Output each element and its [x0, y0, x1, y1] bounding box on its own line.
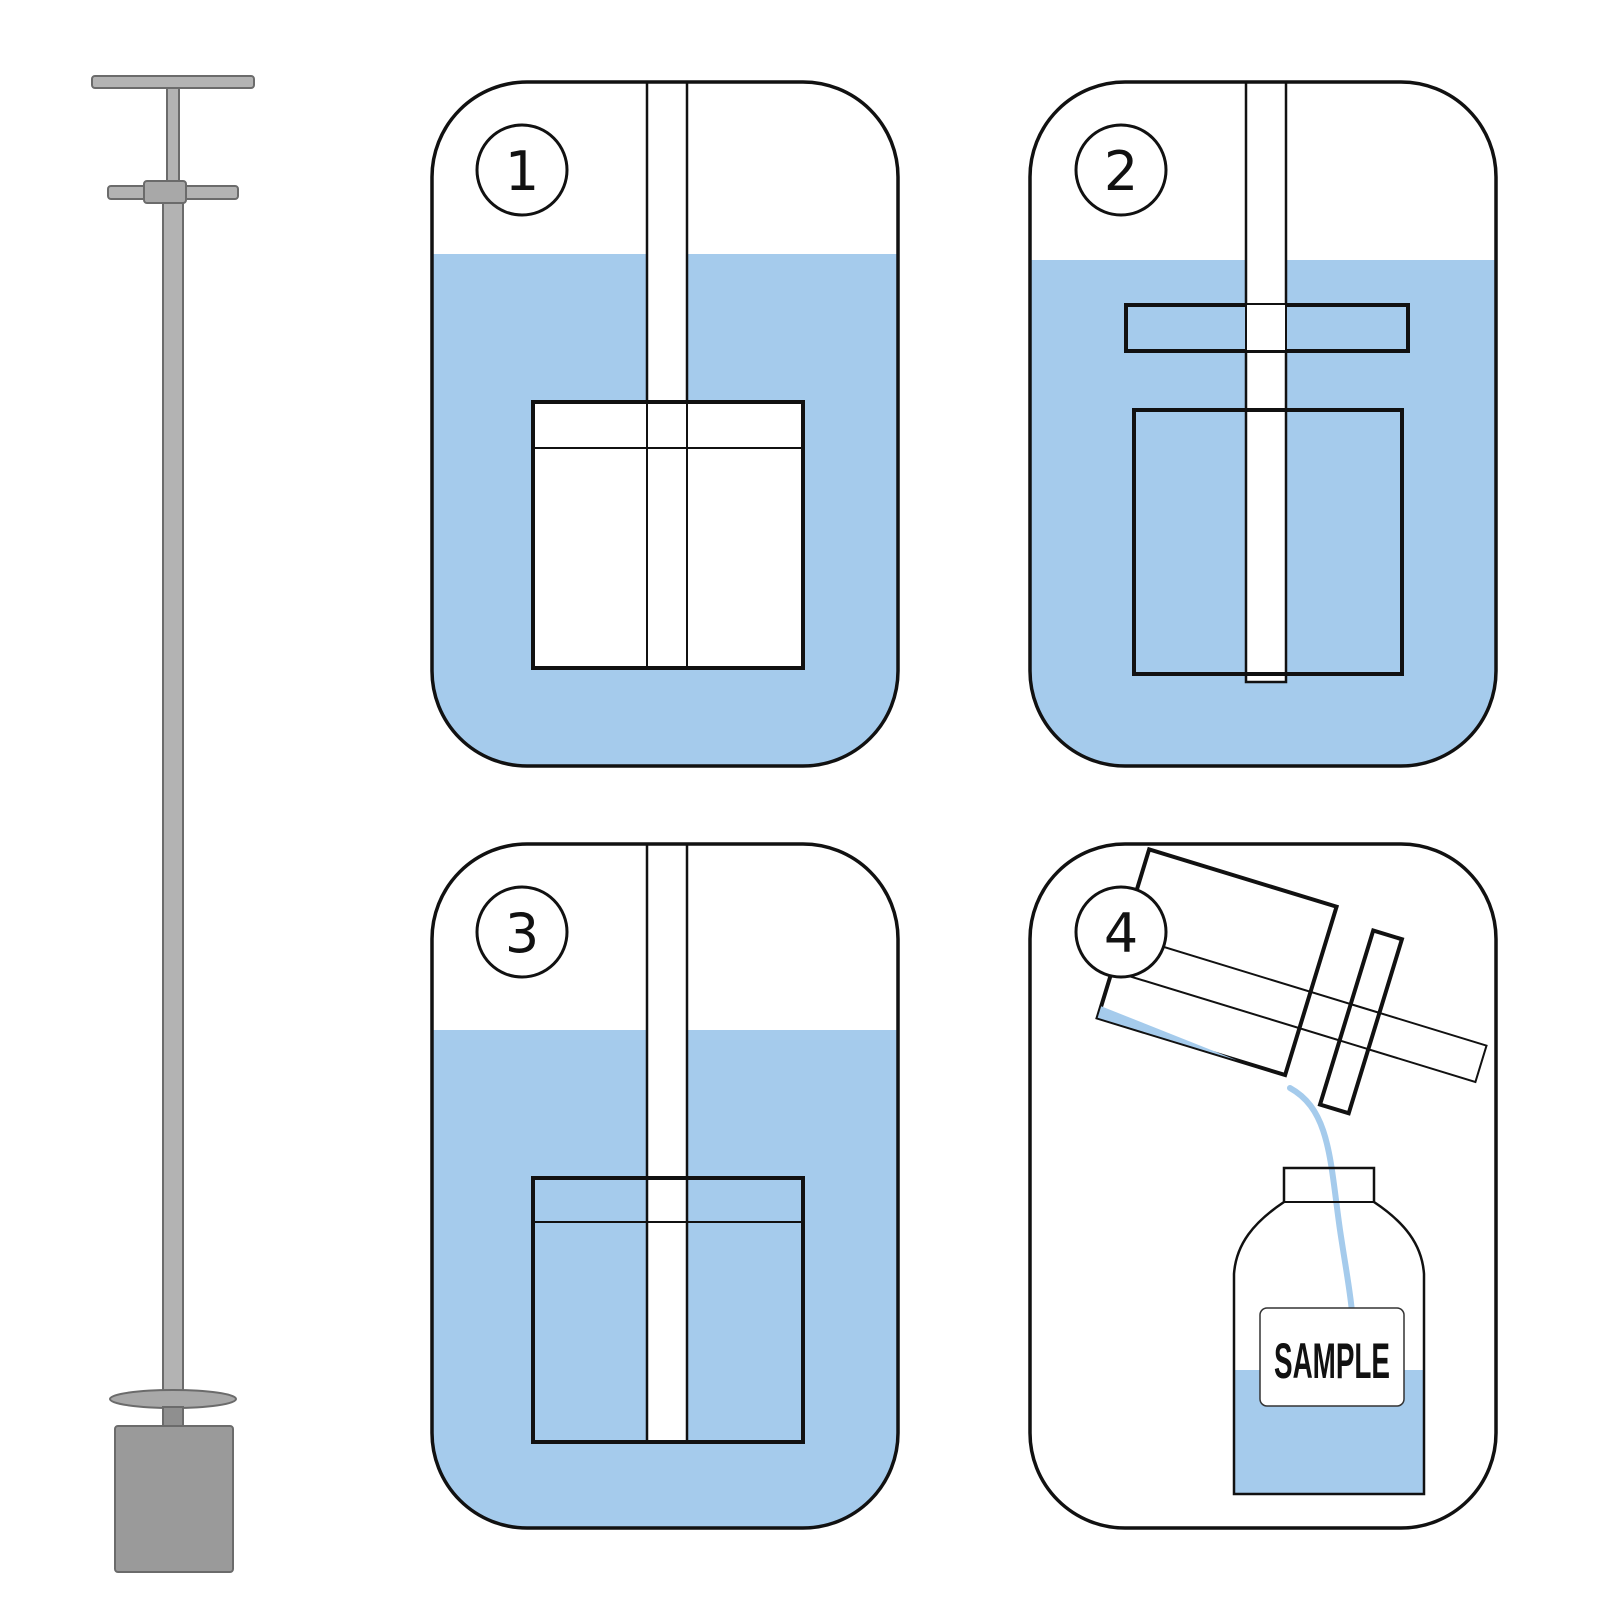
- sampler-rod: [1244, 82, 1288, 684]
- sample-bottle: SAMPLE: [1232, 1166, 1426, 1496]
- step-number-circle: [475, 123, 569, 217]
- sampler-main-rod: [162, 202, 184, 1396]
- sampler-container: [114, 1425, 234, 1573]
- step-number-circle: [475, 885, 569, 979]
- step-number-circle: [1074, 123, 1168, 217]
- step-panel-3: 3: [430, 842, 900, 1530]
- sampler-connector: [162, 1406, 184, 1428]
- sampler-top-handle: [91, 75, 255, 89]
- sampler-tool: [91, 75, 255, 1573]
- pour-stream: [1287, 1085, 1355, 1315]
- bottle-label-box: [1259, 1307, 1405, 1407]
- sampler-container: [531, 1176, 805, 1444]
- tilted-lid: [1317, 927, 1405, 1116]
- step-number: 1: [505, 140, 539, 203]
- sampler-upper-shaft: [166, 87, 180, 189]
- rod-through-lid: [1246, 305, 1286, 351]
- sampler-disc-lid: [109, 1389, 237, 1409]
- sampler-rod: [645, 82, 689, 406]
- rod-through-lid-bottom: [1339, 1039, 1369, 1051]
- sampler-grip-collar: [143, 180, 187, 204]
- panel-frame: [430, 80, 900, 768]
- step-panel-4: SAMPLE 4: [1028, 842, 1498, 1530]
- sampler-rod: [645, 844, 689, 1444]
- step-panel-1: 1: [430, 80, 900, 768]
- step-number: 4: [1104, 902, 1138, 965]
- sampler-container: [531, 400, 805, 670]
- bottle-outline: [1232, 1166, 1426, 1496]
- step-number: 3: [505, 902, 539, 965]
- rod-through-lid-top: [1350, 1003, 1380, 1014]
- step-panel-2: 2: [1028, 80, 1498, 768]
- remaining-water: [1097, 1006, 1238, 1061]
- step-number: 2: [1104, 140, 1138, 203]
- panel-frame: [1028, 80, 1498, 768]
- bottle-label-text: SAMPLE: [1274, 1333, 1390, 1389]
- panel-frame: [430, 842, 900, 1530]
- step-number-circle: [1074, 885, 1168, 979]
